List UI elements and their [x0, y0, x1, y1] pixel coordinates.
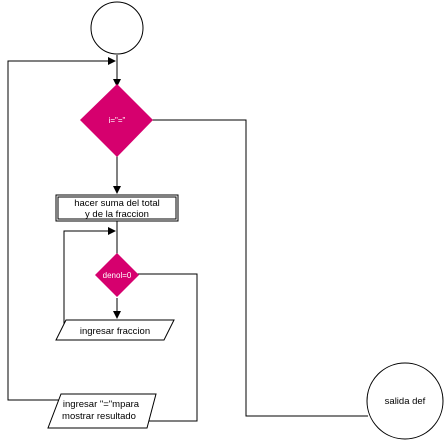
process-sum-line2: y de la fraccion: [85, 209, 149, 220]
edge-loop-to-denom: [63, 227, 116, 338]
end-node-shape: [366, 362, 444, 440]
end-node: salida def: [366, 362, 444, 440]
process-sum-inner: [57, 196, 177, 220]
input-fraction-label: ingresar fraccion: [80, 326, 150, 337]
decision-denom: denol=0: [95, 253, 139, 297]
input-fraction: ingresar fraccion: [55, 319, 175, 341]
io-result-line2: mostrar resultado: [62, 411, 136, 422]
decision-denom-shape: [95, 253, 139, 297]
decision-main: i="=": [80, 84, 153, 157]
decision-denom-label: denol=0: [103, 271, 132, 280]
io-result: ingresar "="mpara mostrar resultado: [47, 393, 157, 429]
edge-loop-back-top: [7, 57, 116, 401]
end-node-label: salida def: [385, 396, 426, 407]
io-result-shape: [47, 393, 157, 429]
process-sum-outer: [55, 194, 179, 222]
process-sum: hacer suma del total y de la fraccion: [55, 194, 179, 222]
decision-main-label: i="=": [109, 116, 126, 125]
io-result-line1: ingresar "="mpara: [63, 399, 140, 410]
edge-denom-to-result: [137, 273, 198, 425]
process-sum-line1: hacer suma del total: [74, 198, 160, 209]
input-fraction-shape: [55, 319, 175, 341]
decision-main-shape: [80, 84, 153, 157]
start-node: [90, 1, 144, 55]
edge-decision-to-end: [152, 119, 368, 417]
